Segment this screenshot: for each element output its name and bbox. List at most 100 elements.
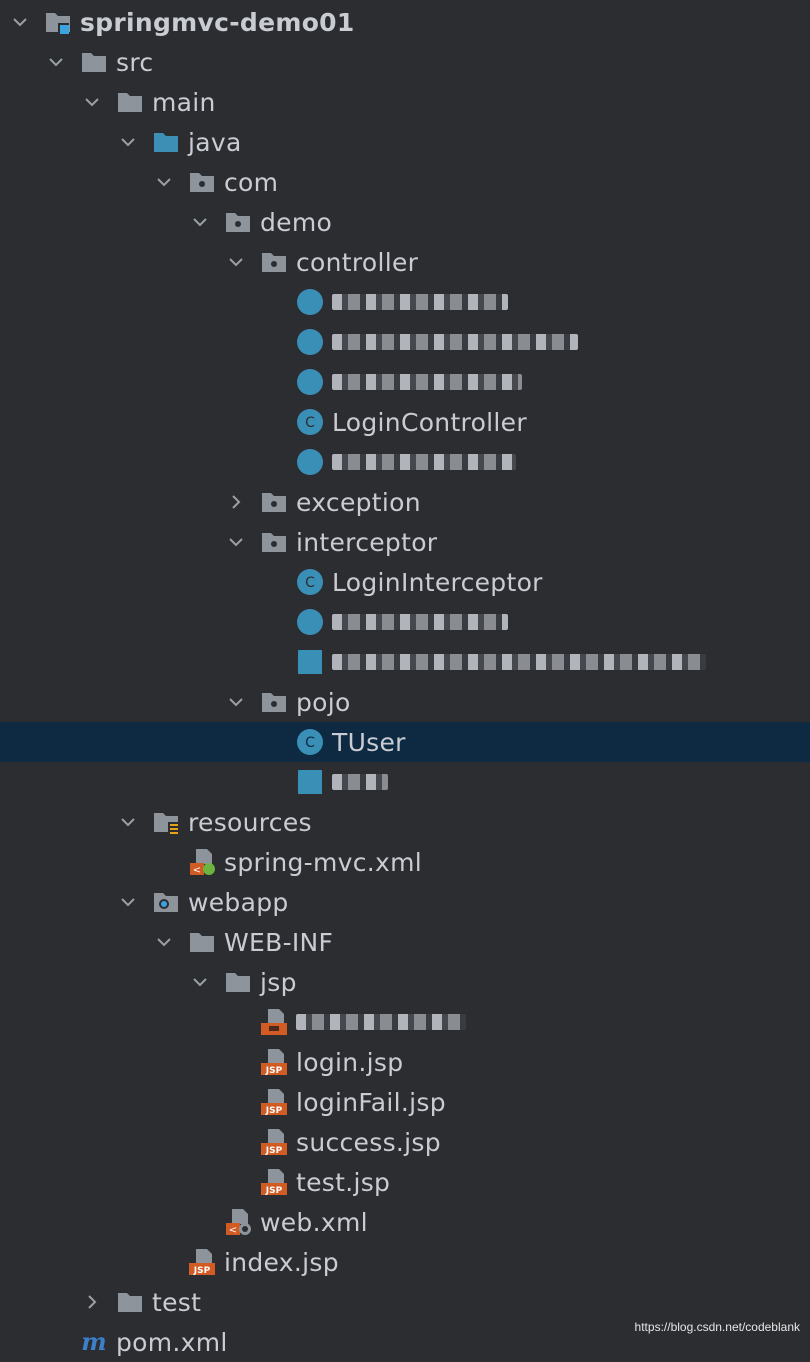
java-class-icon bbox=[296, 608, 324, 636]
svg-text:<: < bbox=[193, 865, 201, 876]
package-icon bbox=[260, 488, 288, 516]
jsp-file-icon: JSP bbox=[260, 1048, 288, 1076]
tree-row-exception[interactable]: exception bbox=[0, 482, 810, 522]
tree-label: success.jsp bbox=[296, 1127, 441, 1157]
tree-row-com[interactable]: com bbox=[0, 162, 810, 202]
redacted-label bbox=[332, 614, 508, 630]
tree-label: exception bbox=[296, 487, 421, 517]
tree-row-src[interactable]: src bbox=[0, 42, 810, 82]
tree-row-tuser[interactable]: C TUser bbox=[0, 722, 810, 762]
chevron-down-icon[interactable] bbox=[152, 170, 176, 194]
tree-row-redacted[interactable] bbox=[0, 642, 810, 682]
tree-row-web-xml[interactable]: < web.xml bbox=[0, 1202, 810, 1242]
tree-row-logininterceptor[interactable]: C LoginInterceptor bbox=[0, 562, 810, 602]
tree-row-main[interactable]: main bbox=[0, 82, 810, 122]
chevron-down-icon[interactable] bbox=[116, 890, 140, 914]
tree-row-redacted[interactable] bbox=[0, 282, 810, 322]
tree-row-pojo[interactable]: pojo bbox=[0, 682, 810, 722]
chevron-down-icon[interactable] bbox=[188, 210, 212, 234]
java-class-icon: C bbox=[296, 568, 324, 596]
chevron-down-icon[interactable] bbox=[44, 50, 68, 74]
tree-row-test-jsp[interactable]: JSP test.jsp bbox=[0, 1162, 810, 1202]
tree-row-demo[interactable]: demo bbox=[0, 202, 810, 242]
tree-row-web-inf[interactable]: WEB-INF bbox=[0, 922, 810, 962]
tree-row-logincontroller[interactable]: C LoginController bbox=[0, 402, 810, 442]
tree-label: spring-mvc.xml bbox=[224, 847, 422, 877]
tree-label: TUser bbox=[332, 727, 406, 757]
tree-row-redacted[interactable] bbox=[0, 762, 810, 802]
redacted-label bbox=[332, 774, 388, 790]
tree-row-success-jsp[interactable]: JSP success.jsp bbox=[0, 1122, 810, 1162]
svg-text:JSP: JSP bbox=[193, 1266, 211, 1276]
tree-label: src bbox=[116, 47, 154, 77]
chevron-down-icon[interactable] bbox=[188, 970, 212, 994]
chevron-down-icon[interactable] bbox=[116, 810, 140, 834]
folder-icon bbox=[188, 928, 216, 956]
tree-label: LoginController bbox=[332, 407, 527, 437]
web-xml-icon: < bbox=[224, 1208, 252, 1236]
tree-row-jsp[interactable]: jsp bbox=[0, 962, 810, 1002]
redacted-label bbox=[332, 294, 508, 310]
java-class-icon bbox=[296, 648, 324, 676]
tree-row-controller[interactable]: controller bbox=[0, 242, 810, 282]
folder-icon bbox=[224, 968, 252, 996]
spring-xml-icon: < bbox=[188, 848, 216, 876]
java-class-icon: C bbox=[296, 408, 324, 436]
chevron-down-icon[interactable] bbox=[80, 90, 104, 114]
redacted-label bbox=[332, 334, 578, 350]
tree-row-login-jsp[interactable]: JSP login.jsp bbox=[0, 1042, 810, 1082]
tree-row-springmvc-demo01[interactable]: springmvc-demo01 bbox=[0, 2, 810, 42]
tree-label: WEB-INF bbox=[224, 927, 334, 957]
tree-label: com bbox=[224, 167, 279, 197]
tree-label: controller bbox=[296, 247, 419, 277]
tree-row-interceptor[interactable]: interceptor bbox=[0, 522, 810, 562]
tree-row-loginfail-jsp[interactable]: JSP loginFail.jsp bbox=[0, 1082, 810, 1122]
chevron-down-icon[interactable] bbox=[152, 930, 176, 954]
jsp-file-icon: JSP bbox=[260, 1168, 288, 1196]
jsp-file-icon: JSP bbox=[188, 1248, 216, 1276]
tree-label: pom.xml bbox=[116, 1327, 228, 1357]
tree-label: test.jsp bbox=[296, 1167, 391, 1197]
java-class-icon bbox=[296, 328, 324, 356]
chevron-right-icon[interactable] bbox=[224, 490, 248, 514]
redacted-label bbox=[296, 1014, 466, 1030]
redacted-label bbox=[332, 454, 516, 470]
jsp-file-icon: JSP bbox=[260, 1088, 288, 1116]
svg-text:C: C bbox=[305, 575, 315, 591]
tree-row-redacted[interactable] bbox=[0, 602, 810, 642]
folder-icon bbox=[80, 48, 108, 76]
tree-label: jsp bbox=[260, 967, 297, 997]
redacted-label bbox=[332, 654, 706, 670]
java-class-icon bbox=[296, 768, 324, 796]
tree-row-test[interactable]: test bbox=[0, 1282, 810, 1322]
tree-row-spring-mvc-xml[interactable]: < spring-mvc.xml bbox=[0, 842, 810, 882]
tree-row-java[interactable]: java bbox=[0, 122, 810, 162]
tree-row-index-jsp[interactable]: JSP index.jsp bbox=[0, 1242, 810, 1282]
chevron-down-icon[interactable] bbox=[224, 690, 248, 714]
svg-text:<: < bbox=[229, 1225, 237, 1236]
tree-row-webapp[interactable]: webapp bbox=[0, 882, 810, 922]
package-icon bbox=[260, 248, 288, 276]
chevron-down-icon[interactable] bbox=[224, 530, 248, 554]
tree-label: LoginInterceptor bbox=[332, 567, 543, 597]
tree-row-redacted[interactable] bbox=[0, 1002, 810, 1042]
tree-label: springmvc-demo01 bbox=[80, 7, 355, 37]
tree-label: java bbox=[188, 127, 242, 157]
tree-row-redacted[interactable] bbox=[0, 362, 810, 402]
jsp-file-icon bbox=[260, 1008, 288, 1036]
tree-label: test bbox=[152, 1287, 202, 1317]
tree-row-resources[interactable]: resources bbox=[0, 802, 810, 842]
package-icon bbox=[260, 688, 288, 716]
tree-row-redacted[interactable] bbox=[0, 322, 810, 362]
chevron-down-icon[interactable] bbox=[116, 130, 140, 154]
tree-row-redacted[interactable] bbox=[0, 442, 810, 482]
tree-label: main bbox=[152, 87, 216, 117]
chevron-down-icon[interactable] bbox=[224, 250, 248, 274]
chevron-down-icon[interactable] bbox=[8, 10, 32, 34]
tree-label: interceptor bbox=[296, 527, 438, 557]
tree-label: pojo bbox=[296, 687, 351, 717]
java-class-icon bbox=[296, 368, 324, 396]
svg-text:JSP: JSP bbox=[265, 1186, 283, 1196]
chevron-right-icon[interactable] bbox=[80, 1290, 104, 1314]
